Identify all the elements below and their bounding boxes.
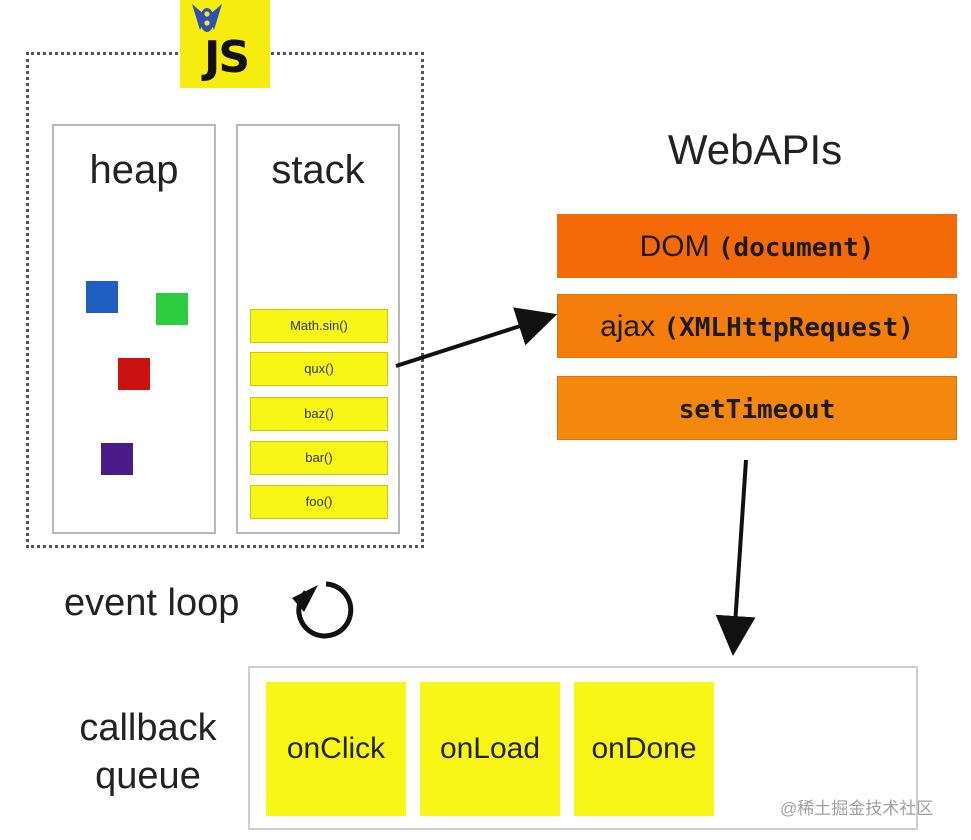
event-loop-label: event loop (64, 582, 240, 624)
callback-queue-label-line2: queue (95, 755, 201, 797)
heap-object-blue (86, 281, 118, 313)
callback-queue-label: callback queue (62, 704, 234, 800)
webapis-title: WebAPIs (667, 126, 843, 173)
heap-panel: heap (52, 124, 216, 534)
webapi-ajax-code: (XMLHttpRequest) (663, 313, 914, 343)
webapis-to-queue-arrow (715, 459, 756, 656)
stack-frame: baz() (250, 397, 388, 431)
stack-frame: qux() (250, 352, 388, 386)
js-logo-text: JS (204, 32, 250, 83)
webapi-ajax: ajax (XMLHttpRequest) (557, 294, 957, 358)
callback-item-onload: onLoad (420, 682, 560, 816)
webapi-dom: DOM (document) (557, 214, 957, 278)
stack-to-webapis-arrow (395, 307, 558, 368)
webapi-dom-plain: DOM (639, 230, 718, 263)
bug-icon (192, 4, 222, 32)
watermark: @稀土掘金技术社区 (780, 799, 934, 818)
webapi-dom-code: (document) (717, 233, 875, 263)
webapi-settimeout: setTimeout (557, 376, 957, 440)
heap-object-red (118, 358, 150, 390)
refresh-cycle-icon (292, 581, 354, 639)
stack-title: stack (271, 148, 365, 192)
heap-object-green (156, 293, 188, 325)
stack-frame: bar() (250, 441, 388, 475)
webapi-ajax-plain: ajax (600, 310, 664, 343)
heap-object-purple (101, 443, 133, 475)
callback-item-onclick: onClick (266, 682, 406, 816)
webapi-settimeout-code: setTimeout (678, 395, 836, 425)
callback-item-ondone: onDone (574, 682, 714, 816)
js-logo: JS (180, 0, 270, 88)
heap-title: heap (89, 148, 179, 192)
stack-frame: Math.sin() (250, 309, 388, 343)
stack-frame: foo() (250, 485, 388, 519)
callback-queue-label-line1: callback (79, 707, 217, 749)
